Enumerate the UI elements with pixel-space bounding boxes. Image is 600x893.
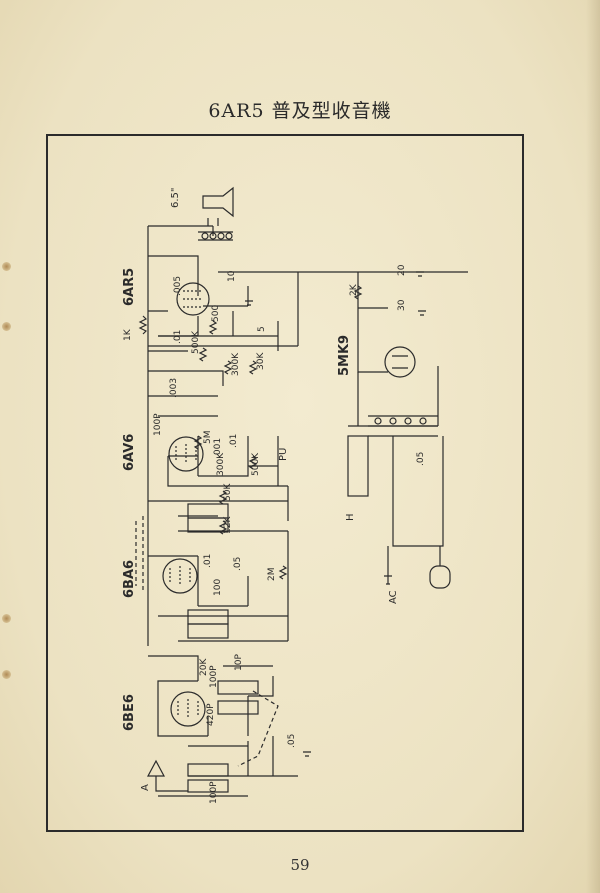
speaker-icon [202,186,234,226]
ac-label: AC [388,590,399,604]
value-c-100pc: 100P [209,781,219,804]
antenna-icon [147,759,188,792]
tube-6av6 [168,436,204,472]
value-r-12k: 12K [223,516,233,534]
value-c-05: .05 [233,557,243,571]
tube-label-6ar5: 6AR5 [122,268,137,306]
antenna-coil [187,763,229,793]
value-c-001: .001 [213,438,223,458]
wiring [135,225,468,797]
tube-5mk9 [384,346,416,378]
value-c-05c: .05 [416,452,426,466]
page-number: 59 [290,856,310,874]
value-r-30k: 30K [256,352,266,370]
value-c-01a: .01 [173,330,183,344]
radio-schematic: 6AR5 6AV6 6BA6 6BE6 5MK9 6.5" A AC H PU … [122,186,468,804]
binding-hole-mark [2,322,11,331]
tube-6be6 [170,691,206,727]
value-r-5m: 5M [203,431,213,445]
tube-6ar5 [176,282,210,316]
value-r-500k: 500K [191,330,201,354]
page-edge-shadow [586,0,600,893]
tube-label-5mk9: 5MK9 [337,335,352,376]
value-r-300k2: 300K [216,452,226,476]
value-r-50k: 50K [223,483,233,501]
osc-coil [217,680,259,715]
value-c-20: 20 [397,264,407,276]
value-r-500: 500 [211,305,221,322]
value-c-100p: 100P [153,413,163,436]
value-c-30: 30 [397,299,407,311]
pickup-label: PU [278,448,289,461]
heater-label: H [345,513,356,521]
ground-symbols [245,271,426,757]
if-transformer-2 [187,609,229,639]
output-transformer [198,231,233,241]
value-c-10: 10 [227,270,237,282]
tube-label-6av6: 6AV6 [122,434,137,471]
speaker-size-label: 6.5" [170,187,181,208]
ac-plug-icon [384,546,451,589]
schematic-frame [46,134,524,832]
tube-label-6be6: 6BE6 [122,694,137,731]
power-transformer [347,415,444,547]
resistor-symbols [138,285,363,580]
page-title: 6AR5 普及型收音機 [208,100,392,122]
value-r-2k: 2K [349,283,359,296]
antenna-label: A [140,784,151,791]
binding-hole-mark [2,614,11,623]
value-c-05b: .05 [287,734,297,748]
value-r-1k: 1K [123,328,133,341]
binding-hole-mark [2,262,11,271]
tube-6ba6 [162,558,198,594]
value-c-out: .005 [173,276,183,296]
value-r-100: 100 [213,579,223,596]
binding-hole-mark [2,670,11,679]
value-c-100pb: 100P [209,665,219,688]
value-r-300k: 300K [231,352,241,376]
value-r-20k: 20K [199,658,209,676]
value-c-10p: 10P [234,654,244,671]
value-c-420p: 420P [206,703,216,726]
value-c-5: 5 [257,326,267,332]
tube-label-6ba6: 6BA6 [122,560,137,598]
value-c-003: .003 [169,378,179,398]
value-c-01c: .01 [203,554,213,568]
if-transformer-1 [187,503,229,533]
value-r-2m: 2M [267,568,277,582]
value-c-01b: .01 [229,434,239,448]
